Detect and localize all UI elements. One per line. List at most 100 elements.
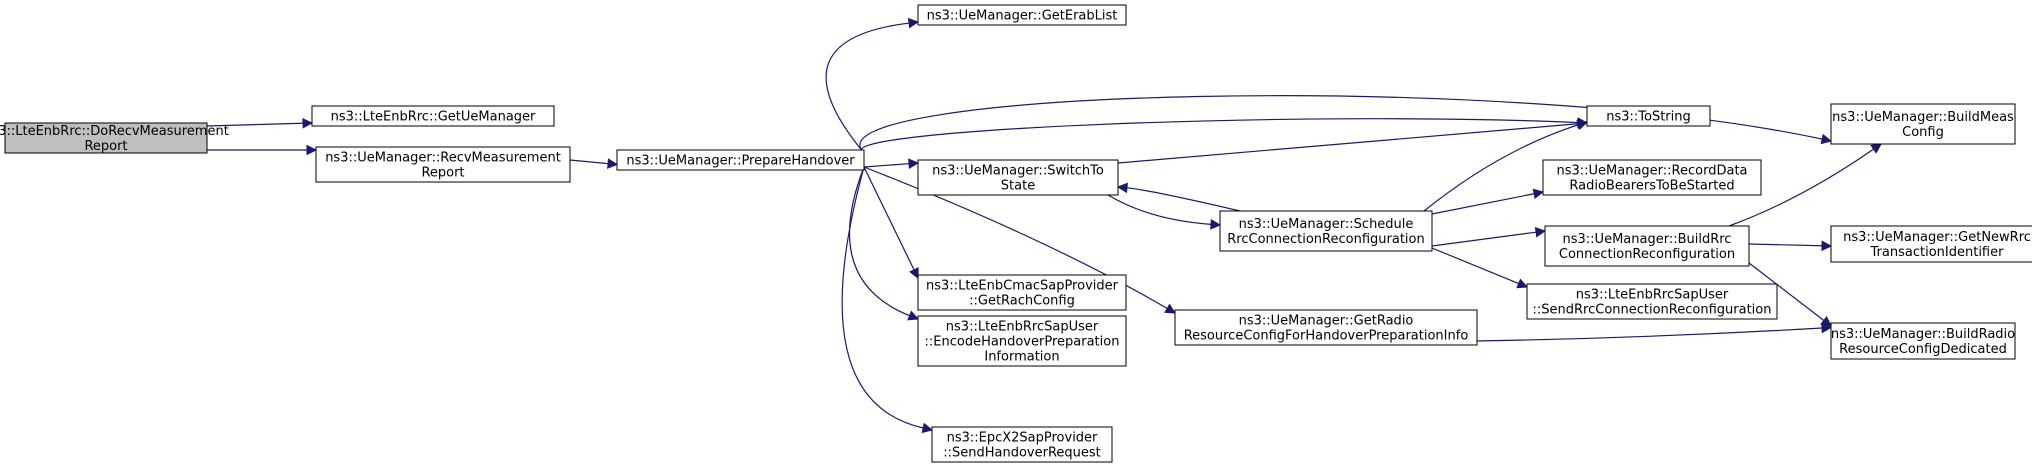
node-label: ns3::UeManager::Schedule — [1239, 217, 1414, 232]
arrowhead-icon — [1870, 143, 1882, 154]
edge-line — [1431, 193, 1535, 215]
node-box — [917, 4, 1127, 26]
nodes-layer: ns3::LteEnbRrc::DoRecvMeasurementReportn… — [0, 4, 2032, 463]
edge-prepare-handover-to-get-radio-resource-config — [863, 166, 1176, 314]
edge-line — [825, 22, 910, 154]
node-label: Config — [1902, 125, 1944, 140]
node-box — [616, 149, 865, 171]
edge-line — [848, 166, 910, 317]
node-prepare-handover[interactable]: ns3::UeManager::PrepareHandover — [616, 149, 865, 171]
node-get-rach-config[interactable]: ns3::LteEnbCmacSapProvider::GetRachConfi… — [917, 274, 1127, 311]
node-box — [1544, 225, 1750, 267]
node-label: ns3::UeManager::RecvMeasurement — [325, 151, 561, 166]
node-label: ns3::LteEnbRrcSapUser — [1576, 288, 1729, 303]
edge-line — [841, 166, 924, 429]
arrowhead-icon — [302, 117, 314, 129]
node-label: ns3::UeManager::BuildMeas — [1832, 110, 2014, 125]
node-box — [1830, 225, 2032, 263]
edge-build-rrc-reconf-to-get-new-rrc-transaction-id — [1748, 240, 1833, 252]
edge-line — [863, 166, 1168, 309]
edge-prepare-handover-to-switch-to-state — [863, 158, 920, 169]
node-get-erab-list[interactable]: ns3::UeManager::GetErabList — [917, 4, 1127, 26]
node-label: ns3::UeManager::GetErabList — [927, 9, 1118, 24]
edge-root-to-recv-measurement-report — [207, 144, 318, 156]
arrowhead-icon — [1821, 322, 1833, 334]
node-box — [1586, 105, 1711, 127]
edge-prepare-handover-to-send-handover-request — [841, 166, 934, 434]
node-to-string[interactable]: ns3::ToString — [1586, 105, 1711, 127]
node-box — [1542, 159, 1762, 196]
edge-recv-measurement-report-to-prepare-handover — [569, 158, 619, 169]
edge-line — [1431, 247, 1519, 285]
node-get-new-rrc-transaction-id[interactable]: ns3::UeManager::GetNewRrcTransactionIden… — [1830, 225, 2032, 263]
edge-schedule-rrc-reconf-to-build-rrc-reconf — [1431, 226, 1547, 247]
node-send-handover-request[interactable]: ns3::EpcX2SapProvider::SendHandoverReque… — [931, 426, 1113, 463]
edge-schedule-rrc-reconf-to-to-string — [1423, 119, 1589, 212]
node-label: Information — [984, 350, 1059, 365]
node-record-data-radio-bearers[interactable]: ns3::UeManager::RecordDataRadioBearersTo… — [1542, 159, 1762, 196]
node-label: RadioBearersToBeStarted — [1569, 179, 1734, 194]
edge-prepare-handover-to-encode-handover-prep — [848, 166, 920, 321]
node-build-radio-resource-config-dedicated[interactable]: ns3::UeManager::BuildRadioResourceConfig… — [1830, 322, 2016, 360]
arrowhead-icon — [1821, 240, 1833, 252]
node-schedule-rrc-reconf[interactable]: ns3::UeManager::ScheduleRrcConnectionRec… — [1219, 210, 1433, 252]
node-label: ConnectionReconfiguration — [1559, 247, 1735, 262]
edge-switch-to-state-to-to-string — [1117, 118, 1589, 164]
arrowhead-icon — [1820, 133, 1833, 145]
node-label: State — [1001, 179, 1035, 194]
edge-build-rrc-reconf-to-build-meas-config — [1728, 143, 1882, 227]
arrowhead-icon — [306, 144, 318, 156]
node-box — [1219, 210, 1433, 252]
edge-prepare-handover-to-to-string — [860, 117, 1589, 154]
edge-line — [206, 122, 304, 127]
node-box — [1526, 283, 1778, 320]
arrowhead-icon — [1534, 226, 1547, 238]
node-box — [931, 426, 1113, 463]
node-label: Report — [421, 166, 464, 181]
node-box — [1830, 322, 2016, 360]
node-label: ::SendRrcConnectionReconfiguration — [1533, 303, 1772, 318]
node-label: ns3::UeManager::PrepareHandover — [626, 154, 855, 169]
node-encode-handover-prep[interactable]: ns3::LteEnbRrcSapUser::EncodeHandoverPre… — [917, 315, 1127, 367]
node-box — [311, 105, 555, 127]
arrowhead-icon — [1116, 182, 1128, 194]
edge-get-radio-resource-config-to-build-radio-resource-config-dedicated — [1476, 322, 1833, 342]
edge-line — [569, 159, 609, 165]
edge-line — [1748, 262, 1825, 321]
node-label: ns3::EpcX2SapProvider — [947, 431, 1098, 446]
edge-root-to-get-ue-manager — [206, 117, 314, 129]
node-build-rrc-reconf[interactable]: ns3::UeManager::BuildRrcConnectionReconf… — [1544, 225, 1750, 267]
node-get-radio-resource-config[interactable]: ns3::UeManager::GetRadioResourceConfigFo… — [1174, 309, 1478, 346]
arrowhead-icon — [921, 422, 934, 434]
edge-line — [1728, 148, 1874, 227]
edge-line — [863, 166, 915, 271]
node-send-rrc-reconf[interactable]: ns3::LteEnbRrcSapUser::SendRrcConnection… — [1526, 283, 1778, 320]
node-box — [4, 122, 208, 154]
arrowhead-icon — [907, 310, 920, 321]
arrowhead-icon — [1532, 188, 1545, 200]
arrowhead-icon — [607, 158, 619, 169]
node-label: RrcConnectionReconfiguration — [1227, 232, 1424, 247]
node-label: ns3::UeManager::RecordData — [1556, 164, 1747, 179]
node-label: ns3::LteEnbRrc::GetUeManager — [331, 110, 536, 125]
node-label: ns3::LteEnbRrcSapUser — [946, 320, 1099, 335]
node-box — [315, 146, 571, 183]
node-label: ::GetRachConfig — [969, 294, 1075, 309]
edge-line — [1126, 187, 1241, 212]
arrowhead-icon — [1164, 303, 1176, 314]
node-box — [1830, 103, 2016, 145]
node-label: ns3::ToString — [1606, 110, 1691, 125]
node-box — [917, 159, 1119, 196]
edge-line — [1107, 194, 1212, 225]
node-get-ue-manager[interactable]: ns3::LteEnbRrc::GetUeManager — [311, 105, 555, 127]
edge-schedule-rrc-reconf-to-record-data-radio-bearers — [1431, 188, 1545, 215]
edge-schedule-rrc-reconf-to-send-rrc-reconf — [1431, 247, 1529, 289]
node-label: ResourceConfigDedicated — [1839, 342, 2007, 357]
node-label: ns3::UeManager::GetRadio — [1239, 314, 1414, 329]
edge-line — [863, 163, 910, 168]
